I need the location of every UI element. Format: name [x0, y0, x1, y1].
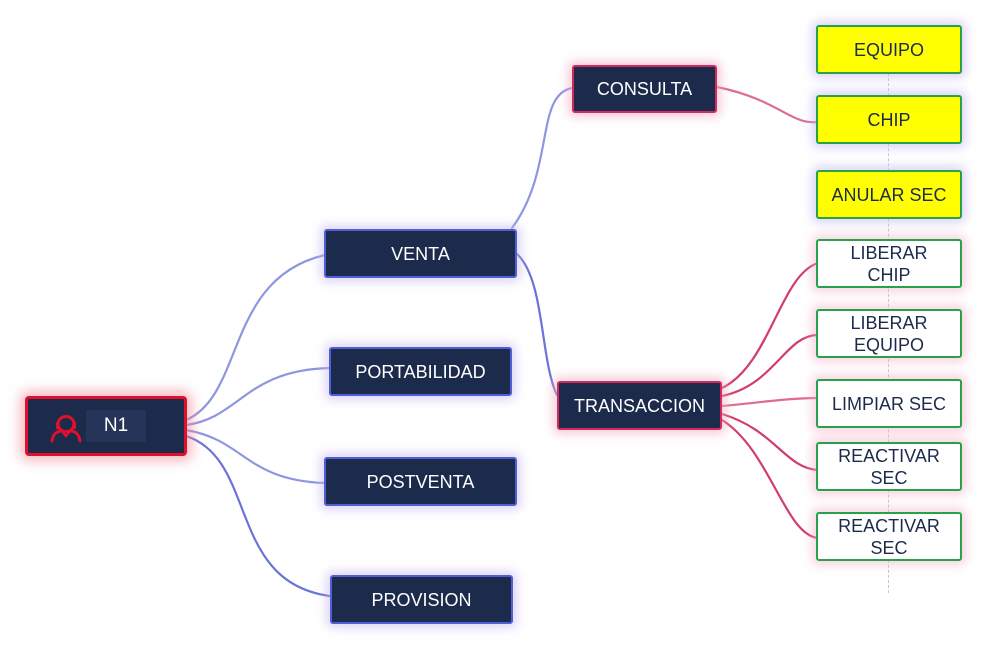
leaf-reactivar-sec-1[interactable]: REACTIVAR SEC — [816, 442, 962, 491]
node-transaccion[interactable]: TRANSACCION — [557, 381, 722, 430]
node-label: LIBERAR EQUIPO — [850, 312, 928, 355]
node-postventa[interactable]: POSTVENTA — [324, 457, 517, 506]
node-portabilidad[interactable]: PORTABILIDAD — [329, 347, 512, 396]
node-consulta[interactable]: CONSULTA — [572, 65, 717, 113]
leaf-reactivar-sec-2[interactable]: REACTIVAR SEC — [816, 512, 962, 561]
node-label: PORTABILIDAD — [355, 361, 486, 382]
node-label: LIBERAR CHIP — [850, 242, 928, 285]
node-label: REACTIVAR SEC — [838, 515, 940, 558]
edge-root-provision — [184, 434, 342, 599]
node-label: CONSULTA — [596, 79, 693, 99]
leaf-chip[interactable]: CHIP — [816, 95, 962, 144]
edge-venta-transaccion — [515, 252, 559, 397]
node-label: EQUIPO — [853, 39, 924, 60]
edge-transaccion-reactivar-sec-2 — [720, 418, 820, 540]
node-label: PROVISION — [371, 589, 472, 610]
edge-transaccion-liberar-equipo — [720, 333, 820, 398]
edge-consulta-chip — [715, 85, 820, 124]
user-headset-icon — [50, 415, 82, 443]
leaf-anular-sec[interactable]: ANULAR SEC — [816, 170, 962, 219]
edge-root-venta — [184, 253, 327, 422]
node-label: POSTVENTA — [366, 471, 475, 492]
leaf-liberar-equipo[interactable]: LIBERAR EQUIPO — [816, 309, 962, 358]
root-node-n1[interactable]: N1 — [25, 396, 187, 456]
leaf-liberar-chip[interactable]: LIBERAR CHIP — [816, 239, 962, 288]
edge-root-portabilidad — [184, 366, 332, 427]
node-label: ANULAR SEC — [831, 184, 947, 205]
root-label: N1 — [86, 410, 146, 442]
leaf-equipo[interactable]: EQUIPO — [816, 25, 962, 74]
node-label: TRANSACCION — [573, 395, 705, 416]
node-label: VENTA — [391, 243, 450, 264]
edge-transaccion-limpiar-sec — [720, 396, 820, 408]
edge-transaccion-reactivar-sec-1 — [720, 412, 820, 472]
edge-venta-consulta — [510, 86, 574, 230]
node-venta[interactable]: VENTA — [324, 229, 517, 278]
node-label: CHIP — [867, 109, 911, 130]
edge-transaccion-liberar-chip — [720, 261, 820, 390]
node-label: LIMPIAR SEC — [831, 393, 947, 414]
leaf-limpiar-sec[interactable]: LIMPIAR SEC — [816, 379, 962, 428]
node-label: REACTIVAR SEC — [838, 445, 940, 488]
node-provision[interactable]: PROVISION — [330, 575, 513, 624]
edge-root-postventa — [184, 428, 327, 485]
